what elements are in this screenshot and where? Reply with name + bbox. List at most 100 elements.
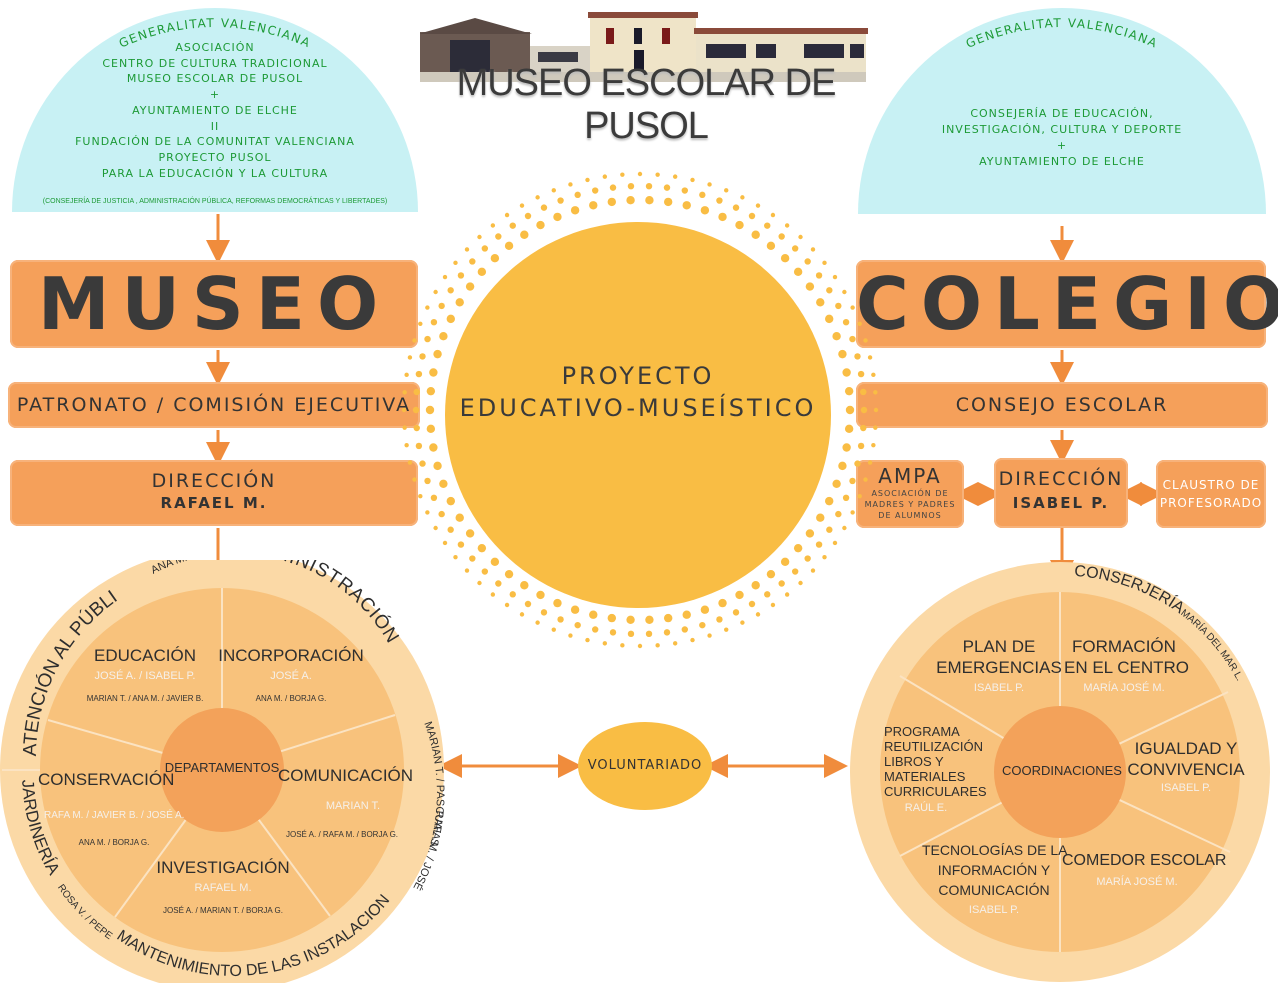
- sun-dot: [724, 188, 729, 193]
- dept-educacion: EDUCACIÓN: [93, 646, 196, 665]
- sun-dot: [672, 641, 678, 646]
- dome-line: INVESTIGACIÓN, CULTURA Y DEPORTE: [941, 123, 1183, 136]
- sun-dot: [780, 254, 790, 263]
- sun-dot: [524, 212, 532, 220]
- sun-dot: [418, 494, 423, 499]
- sun-dot: [446, 314, 455, 324]
- sun-dot: [860, 424, 867, 432]
- sun-dot: [850, 305, 855, 310]
- coord-comedor-lead: MARÍA JOSÉ M.: [1096, 876, 1178, 888]
- sun-dot: [457, 272, 465, 279]
- sun-dot: [469, 555, 476, 562]
- sun-dot: [481, 568, 489, 575]
- sun-dot: [536, 220, 545, 230]
- sun-dot: [519, 612, 525, 617]
- sun-dot: [857, 442, 865, 450]
- sun-dot: [620, 643, 625, 648]
- sun-dot: [663, 629, 671, 636]
- sun-dot: [850, 510, 855, 515]
- patronato-box: PATRONATO / COMISIÓN EJECUTIVA: [8, 382, 420, 428]
- sun-dot: [477, 267, 487, 277]
- sun-dot: [755, 612, 761, 617]
- sun-dot: [415, 370, 423, 378]
- sun-dot: [570, 206, 580, 215]
- sun-dot: [536, 590, 545, 600]
- sun-dot: [453, 554, 458, 560]
- sun-dot: [655, 643, 660, 648]
- sun-dot: [844, 386, 854, 396]
- right-dome-lines: CONSEJERÍA DE EDUCACIÓN, INVESTIGACIÓN, …: [858, 106, 1266, 170]
- sun-dot: [838, 349, 847, 359]
- sun-dot: [602, 641, 608, 646]
- sun-dot: [426, 386, 436, 396]
- dome-line: AYUNTAMIENTO DE ELCHE: [132, 103, 298, 117]
- sun-dot: [832, 540, 838, 546]
- dept-incorporacion-team: ANA M. / BORJA G.: [255, 694, 327, 703]
- sun-dot: [402, 390, 407, 395]
- coord-name-line: IGUALDAD Y: [1134, 739, 1238, 758]
- sun-dot: [412, 338, 417, 343]
- sun-dot: [681, 626, 689, 633]
- sun-dot: [867, 355, 873, 360]
- sun-dot: [607, 613, 617, 623]
- sun-dot: [766, 241, 776, 251]
- building-icon: [418, 12, 868, 82]
- sun-dot: [455, 513, 464, 522]
- sun-dot: [602, 174, 608, 179]
- sun-dot: [553, 212, 562, 222]
- center-line1: PROYECTO: [561, 362, 715, 390]
- sun-dot: [716, 616, 723, 623]
- sun-dot: [557, 197, 564, 204]
- voluntariado-label: VOLUNTARIADO: [587, 758, 703, 773]
- dome-line: +: [209, 88, 221, 102]
- dome-line: +: [1056, 139, 1068, 152]
- sun-dot: [798, 234, 803, 240]
- sun-dot: [504, 212, 510, 218]
- sun-dot: [845, 405, 855, 415]
- left-wheel: ADMINISTRACIÓN ANA M. / ROSA V. ATENCIÓN…: [0, 560, 445, 983]
- sun-dot: [504, 241, 514, 251]
- sun-dot: [520, 230, 529, 239]
- sun-dot: [490, 592, 496, 597]
- dept-incorporacion-lead: JOSÉ A.: [270, 670, 312, 682]
- sun-dot: [551, 627, 556, 632]
- sun-dot: [826, 526, 833, 533]
- sun-dot: [504, 569, 514, 579]
- sun-dot: [732, 609, 740, 616]
- sun-dot: [751, 230, 760, 239]
- sun-dot: [609, 629, 617, 636]
- dept-comunicacion: COMUNICACIÓN: [278, 766, 414, 785]
- sun-dot: [699, 191, 706, 199]
- right-hub-label: COORDINACIONES: [1002, 763, 1122, 778]
- sun-dot: [854, 353, 861, 360]
- sun-dot: [535, 620, 540, 625]
- sun-dot: [627, 182, 635, 190]
- left-hub-label: DEPARTAMENTOS: [164, 760, 280, 775]
- sun-dot: [401, 407, 407, 413]
- sun-dot: [815, 272, 823, 279]
- sun-dot: [838, 461, 847, 471]
- sun-dot: [735, 590, 744, 600]
- sun-dot: [707, 182, 712, 187]
- sun-dot: [663, 613, 673, 623]
- sun-dot: [748, 600, 756, 608]
- sun-dot: [804, 555, 811, 562]
- dome-line: ASOCIACIÓN: [175, 41, 255, 54]
- dome-line: MUSEO ESCOLAR DE PUSOL: [126, 72, 304, 86]
- coord-name-line: FORMACIÓN: [1072, 637, 1176, 656]
- sun-dot: [490, 223, 496, 228]
- sun-dot: [481, 245, 489, 252]
- voluntariado-ellipse: VOLUNTARIADO: [578, 722, 712, 810]
- sun-dot: [871, 372, 876, 378]
- sun-dot: [863, 338, 868, 343]
- sun-dot: [681, 187, 689, 194]
- sun-dots: [401, 171, 879, 649]
- sun-dot: [591, 626, 599, 633]
- sun-dot: [570, 605, 580, 614]
- sun-dot: [770, 212, 776, 218]
- sun-dot: [540, 609, 548, 616]
- coord-name-line: PROGRAMA: [884, 724, 960, 739]
- coord-plan-emergencias: PLAN DE EMERGENCIAS: [936, 636, 1062, 678]
- sun-dot: [849, 477, 856, 485]
- sun-dot: [509, 591, 516, 598]
